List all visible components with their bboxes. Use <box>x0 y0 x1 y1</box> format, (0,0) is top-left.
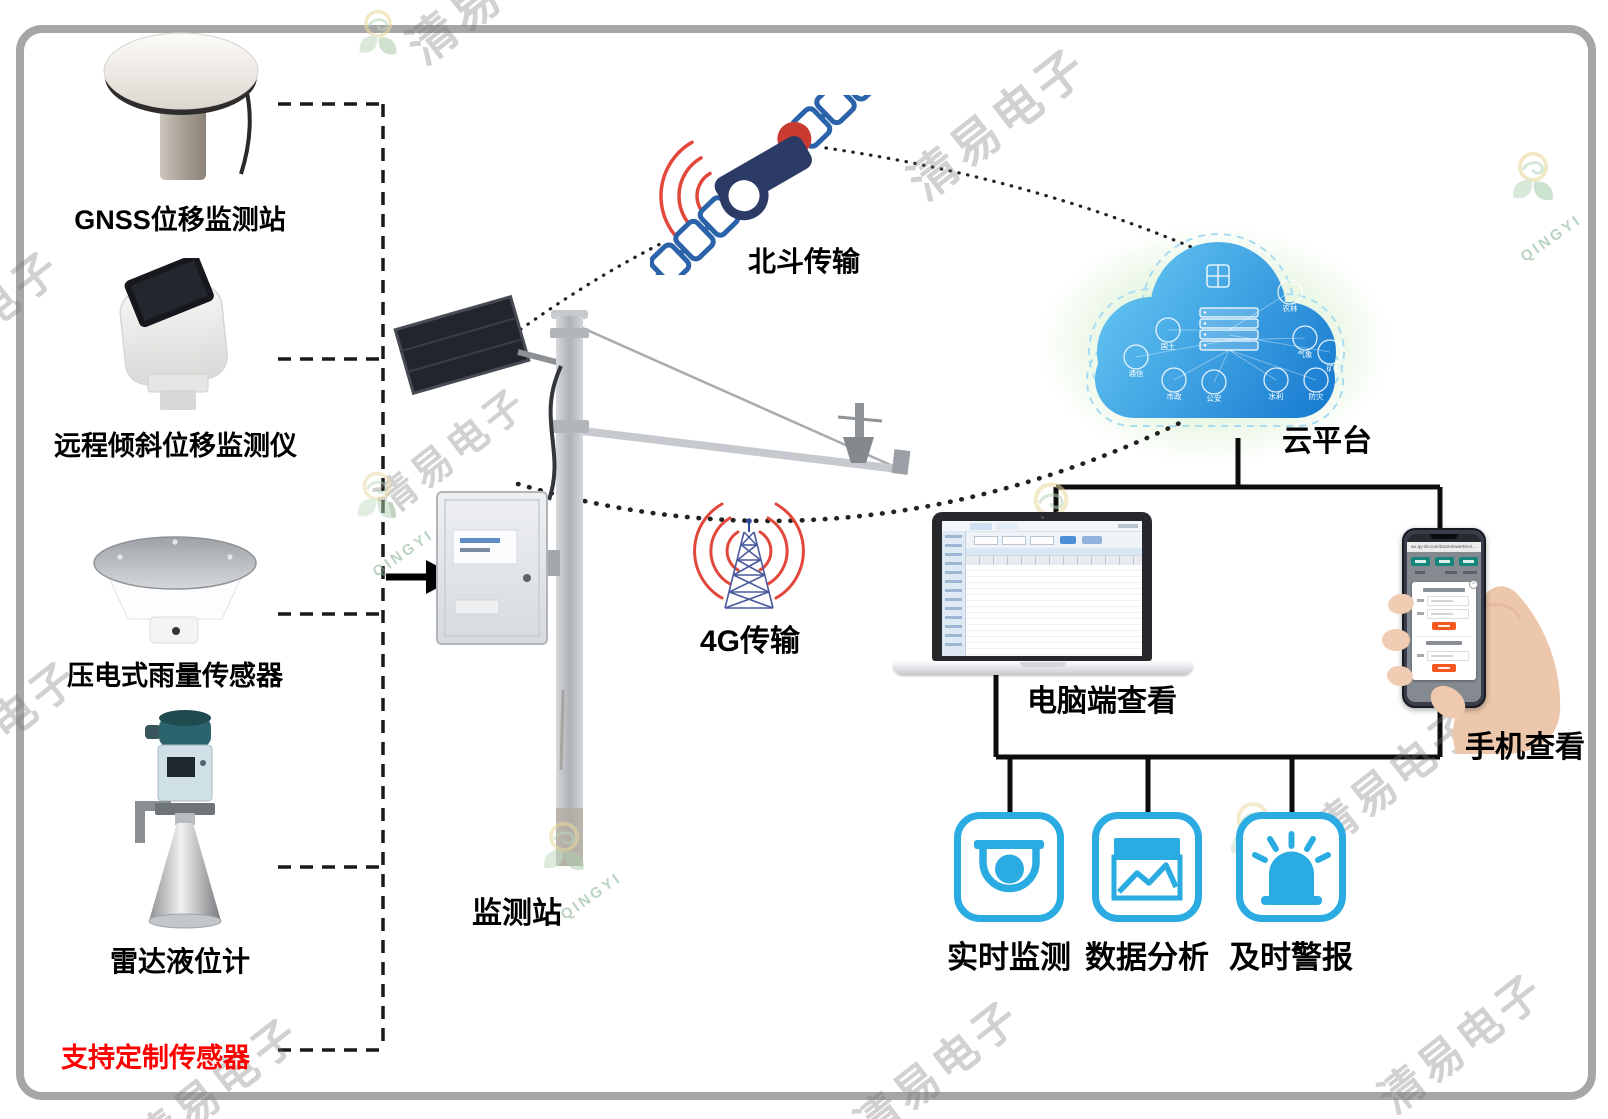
radar-level-gauge-image <box>135 710 222 929</box>
field-label <box>1417 612 1424 615</box>
cloud-sector-label: 国土 <box>1161 341 1177 351</box>
cellular-signal-arcs <box>693 502 805 600</box>
device-login-title-bar <box>1426 641 1462 645</box>
query-field <box>1030 536 1054 545</box>
cloud-server-icon <box>1199 307 1259 351</box>
sensor-label-tilt: 远程倾斜位移监测仪 <box>54 431 297 461</box>
view-button <box>1432 664 1456 672</box>
cloud-platform-icon: 国土 通信 市政 公安 水利 防灾 气象 矿山 农林 <box>1086 233 1345 427</box>
cloud-sector-label: 水利 <box>1269 391 1284 401</box>
camera-icon <box>974 840 1044 893</box>
web-app-header-links <box>1118 524 1138 528</box>
cloud-sector-label: 防灾 <box>1309 391 1325 401</box>
account-field <box>1427 596 1469 606</box>
web-app-tab <box>996 523 1018 530</box>
view-button <box>1432 622 1456 630</box>
data-analysis-card <box>1092 812 1202 922</box>
data-table-rows <box>966 565 1142 656</box>
phone-login-card: × <box>1412 580 1478 680</box>
phone: wx.qy-ds.com/DataViewerDevi... × <box>1402 528 1486 708</box>
tilt-sensor-image <box>119 258 228 410</box>
monitoring-station <box>393 294 911 866</box>
feature-label-alert: 及时警报 <box>1229 940 1353 975</box>
export-button <box>1082 536 1102 544</box>
fingertips <box>1382 593 1466 719</box>
password-field <box>1427 609 1469 619</box>
query-button <box>1060 536 1076 544</box>
laptop-screen <box>932 512 1152 661</box>
alarm-icon <box>1252 831 1331 905</box>
close-icon: × <box>1469 580 1478 589</box>
cloud-sector-label: 通信 <box>1129 368 1145 378</box>
query-field <box>974 536 998 545</box>
laptop-display <box>942 521 1142 656</box>
alert-card <box>1236 812 1346 922</box>
cloud-sector-label: 市政 <box>1167 391 1183 401</box>
sensor-label-radar: 雷达液位计 <box>109 946 250 977</box>
sensor-label-gnss: GNSS位移监测站 <box>74 205 286 235</box>
feature-label-analysis: 数据分析 <box>1085 940 1209 975</box>
cellular-label: 4G传输 <box>699 625 801 658</box>
cloud-label: 云平台 <box>1282 425 1372 458</box>
realtime-monitor-card <box>954 812 1064 922</box>
query-field <box>1002 536 1026 545</box>
field-label <box>1417 654 1424 657</box>
rain-sensor-image <box>93 536 257 644</box>
cloud-sector-label: 公安 <box>1207 393 1223 403</box>
webcam-dot <box>1041 516 1044 519</box>
phone-menu-button <box>1459 557 1478 566</box>
dashed-bus <box>278 102 385 1052</box>
beidou-dotted-path <box>504 146 1200 342</box>
web-app-tab <box>970 523 992 530</box>
gnss-antenna-image <box>103 32 259 180</box>
sensor-label-rain: 压电式雨量传感器 <box>67 661 283 691</box>
phone-address-bar: wx.qy-ds.com/DataViewerDevi... <box>1407 542 1481 552</box>
field-label <box>1417 599 1424 602</box>
control-box <box>436 491 548 645</box>
laptop <box>893 510 1193 675</box>
web-app-subheader <box>966 548 1142 555</box>
cloud-sector-label: 农林 <box>1283 303 1299 313</box>
station-label: 监测站 <box>472 897 562 930</box>
mobile-viewer-label: 手机查看 <box>1465 731 1585 764</box>
web-app-sidebar <box>942 531 966 656</box>
phone-screen: wx.qy-ds.com/DataViewerDevi... × <box>1407 534 1481 702</box>
login-title-bar <box>1423 588 1465 592</box>
web-app-toolbar <box>966 532 1142 548</box>
cloud-sector-label: 气象 <box>1298 349 1314 359</box>
laptop-base <box>893 662 1193 675</box>
cloud-sector-icons <box>1123 279 1343 395</box>
feature-label-monitor: 实时监测 <box>947 940 1071 975</box>
device-id-field <box>1427 651 1469 661</box>
custom-sensor-note: 支持定制传感器 <box>61 1043 250 1073</box>
cellular-tower-icon <box>693 502 805 609</box>
phone-menu-button <box>1435 557 1454 566</box>
phone-menu-button <box>1411 557 1430 566</box>
pc-viewer-label: 电脑端查看 <box>1027 685 1177 718</box>
beidou-label: 北斗传输 <box>747 246 860 277</box>
web-app-header <box>942 521 1142 532</box>
solar-panel <box>393 294 531 396</box>
phone-notch <box>1430 534 1458 539</box>
phone-sub-label <box>1415 571 1425 574</box>
divider <box>1416 636 1472 637</box>
cloud-sector-label: 矿山 <box>1327 363 1342 373</box>
phone-sub-label <box>1445 571 1457 574</box>
cloud-grid-icon <box>1206 264 1230 288</box>
phone-sub-label <box>1463 571 1477 574</box>
beidou-satellite-icon <box>650 95 882 275</box>
chart-icon <box>1111 838 1183 901</box>
